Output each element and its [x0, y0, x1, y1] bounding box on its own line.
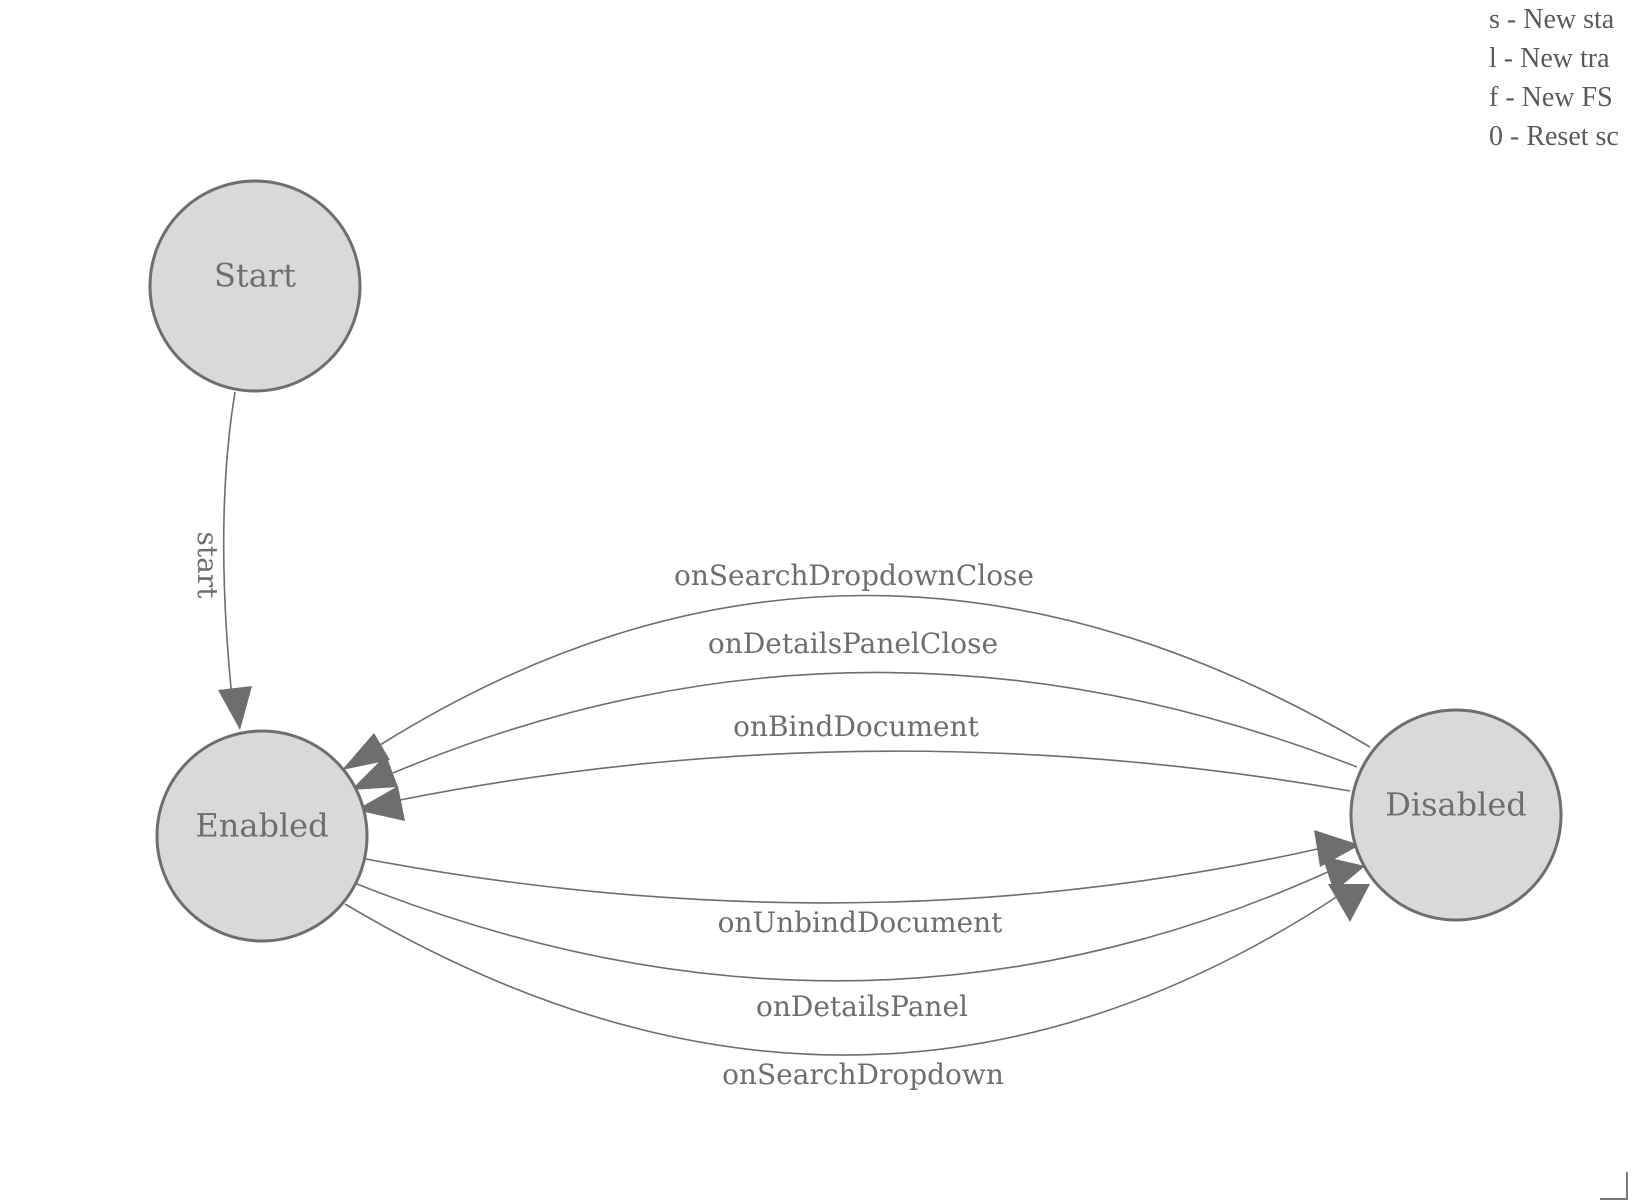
edge-label-onBindDocument[interactable]: onBindDocument [733, 710, 980, 743]
edge-onDetailsPanel[interactable] [356, 870, 1331, 982]
edge-onSearchDropdownClose[interactable] [379, 594, 1371, 748]
edge-label-start[interactable]: start [191, 532, 224, 600]
state-disabled-label: Disabled [1385, 786, 1527, 824]
state-enabled-circle[interactable] [155, 729, 369, 943]
edge-label-onUnbindDocument[interactable]: onUnbindDocument [718, 906, 1004, 939]
resize-handle[interactable] [1600, 1172, 1628, 1200]
edge-onSearchDropdownClose-arrowhead [342, 733, 390, 770]
help-line-reset: 0 - Reset sc [1489, 121, 1619, 152]
state-disabled-circle[interactable] [1349, 708, 1563, 922]
edge-label-onSearchDropdown[interactable]: onSearchDropdown [722, 1058, 1004, 1091]
edge-onDetailsPanelClose-arrowhead [351, 755, 398, 790]
edge-onDetailsPanelClose[interactable] [392, 671, 1358, 774]
edge-start[interactable] [222, 391, 236, 699]
edge-onBindDocument[interactable] [399, 750, 1351, 801]
edge-label-onSearchDropdownClose[interactable]: onSearchDropdownClose [674, 559, 1034, 592]
edge-onSearchDropdown[interactable] [344, 895, 1339, 1056]
state-enabled[interactable]: Enabled [155, 729, 369, 943]
edge-onUnbindDocument[interactable] [365, 847, 1323, 904]
state-start-label: Start [214, 257, 296, 295]
state-start[interactable]: Start [148, 179, 362, 393]
state-start-circle[interactable] [148, 179, 362, 393]
help-line-new-fsm: f - New FS [1489, 82, 1613, 113]
state-enabled-label: Enabled [195, 807, 328, 845]
edge-onDetailsPanel-arrowhead [1322, 856, 1365, 892]
edge-onSearchDropdown-arrowhead [1328, 884, 1370, 922]
state-disabled[interactable]: Disabled [1349, 708, 1563, 922]
edge-start-arrowhead [218, 686, 252, 730]
help-line-new-state: s - New sta [1489, 4, 1615, 35]
help-line-new-transition: l - New tra [1489, 43, 1610, 74]
edge-label-onDetailsPanel[interactable]: onDetailsPanel [756, 990, 968, 1023]
edge-label-onDetailsPanelClose[interactable]: onDetailsPanelClose [708, 627, 998, 660]
keyboard-help-panel: s - New sta l - New tra f - New FS 0 - R… [1489, 0, 1632, 156]
edge-onBindDocument-arrowhead [356, 786, 405, 821]
